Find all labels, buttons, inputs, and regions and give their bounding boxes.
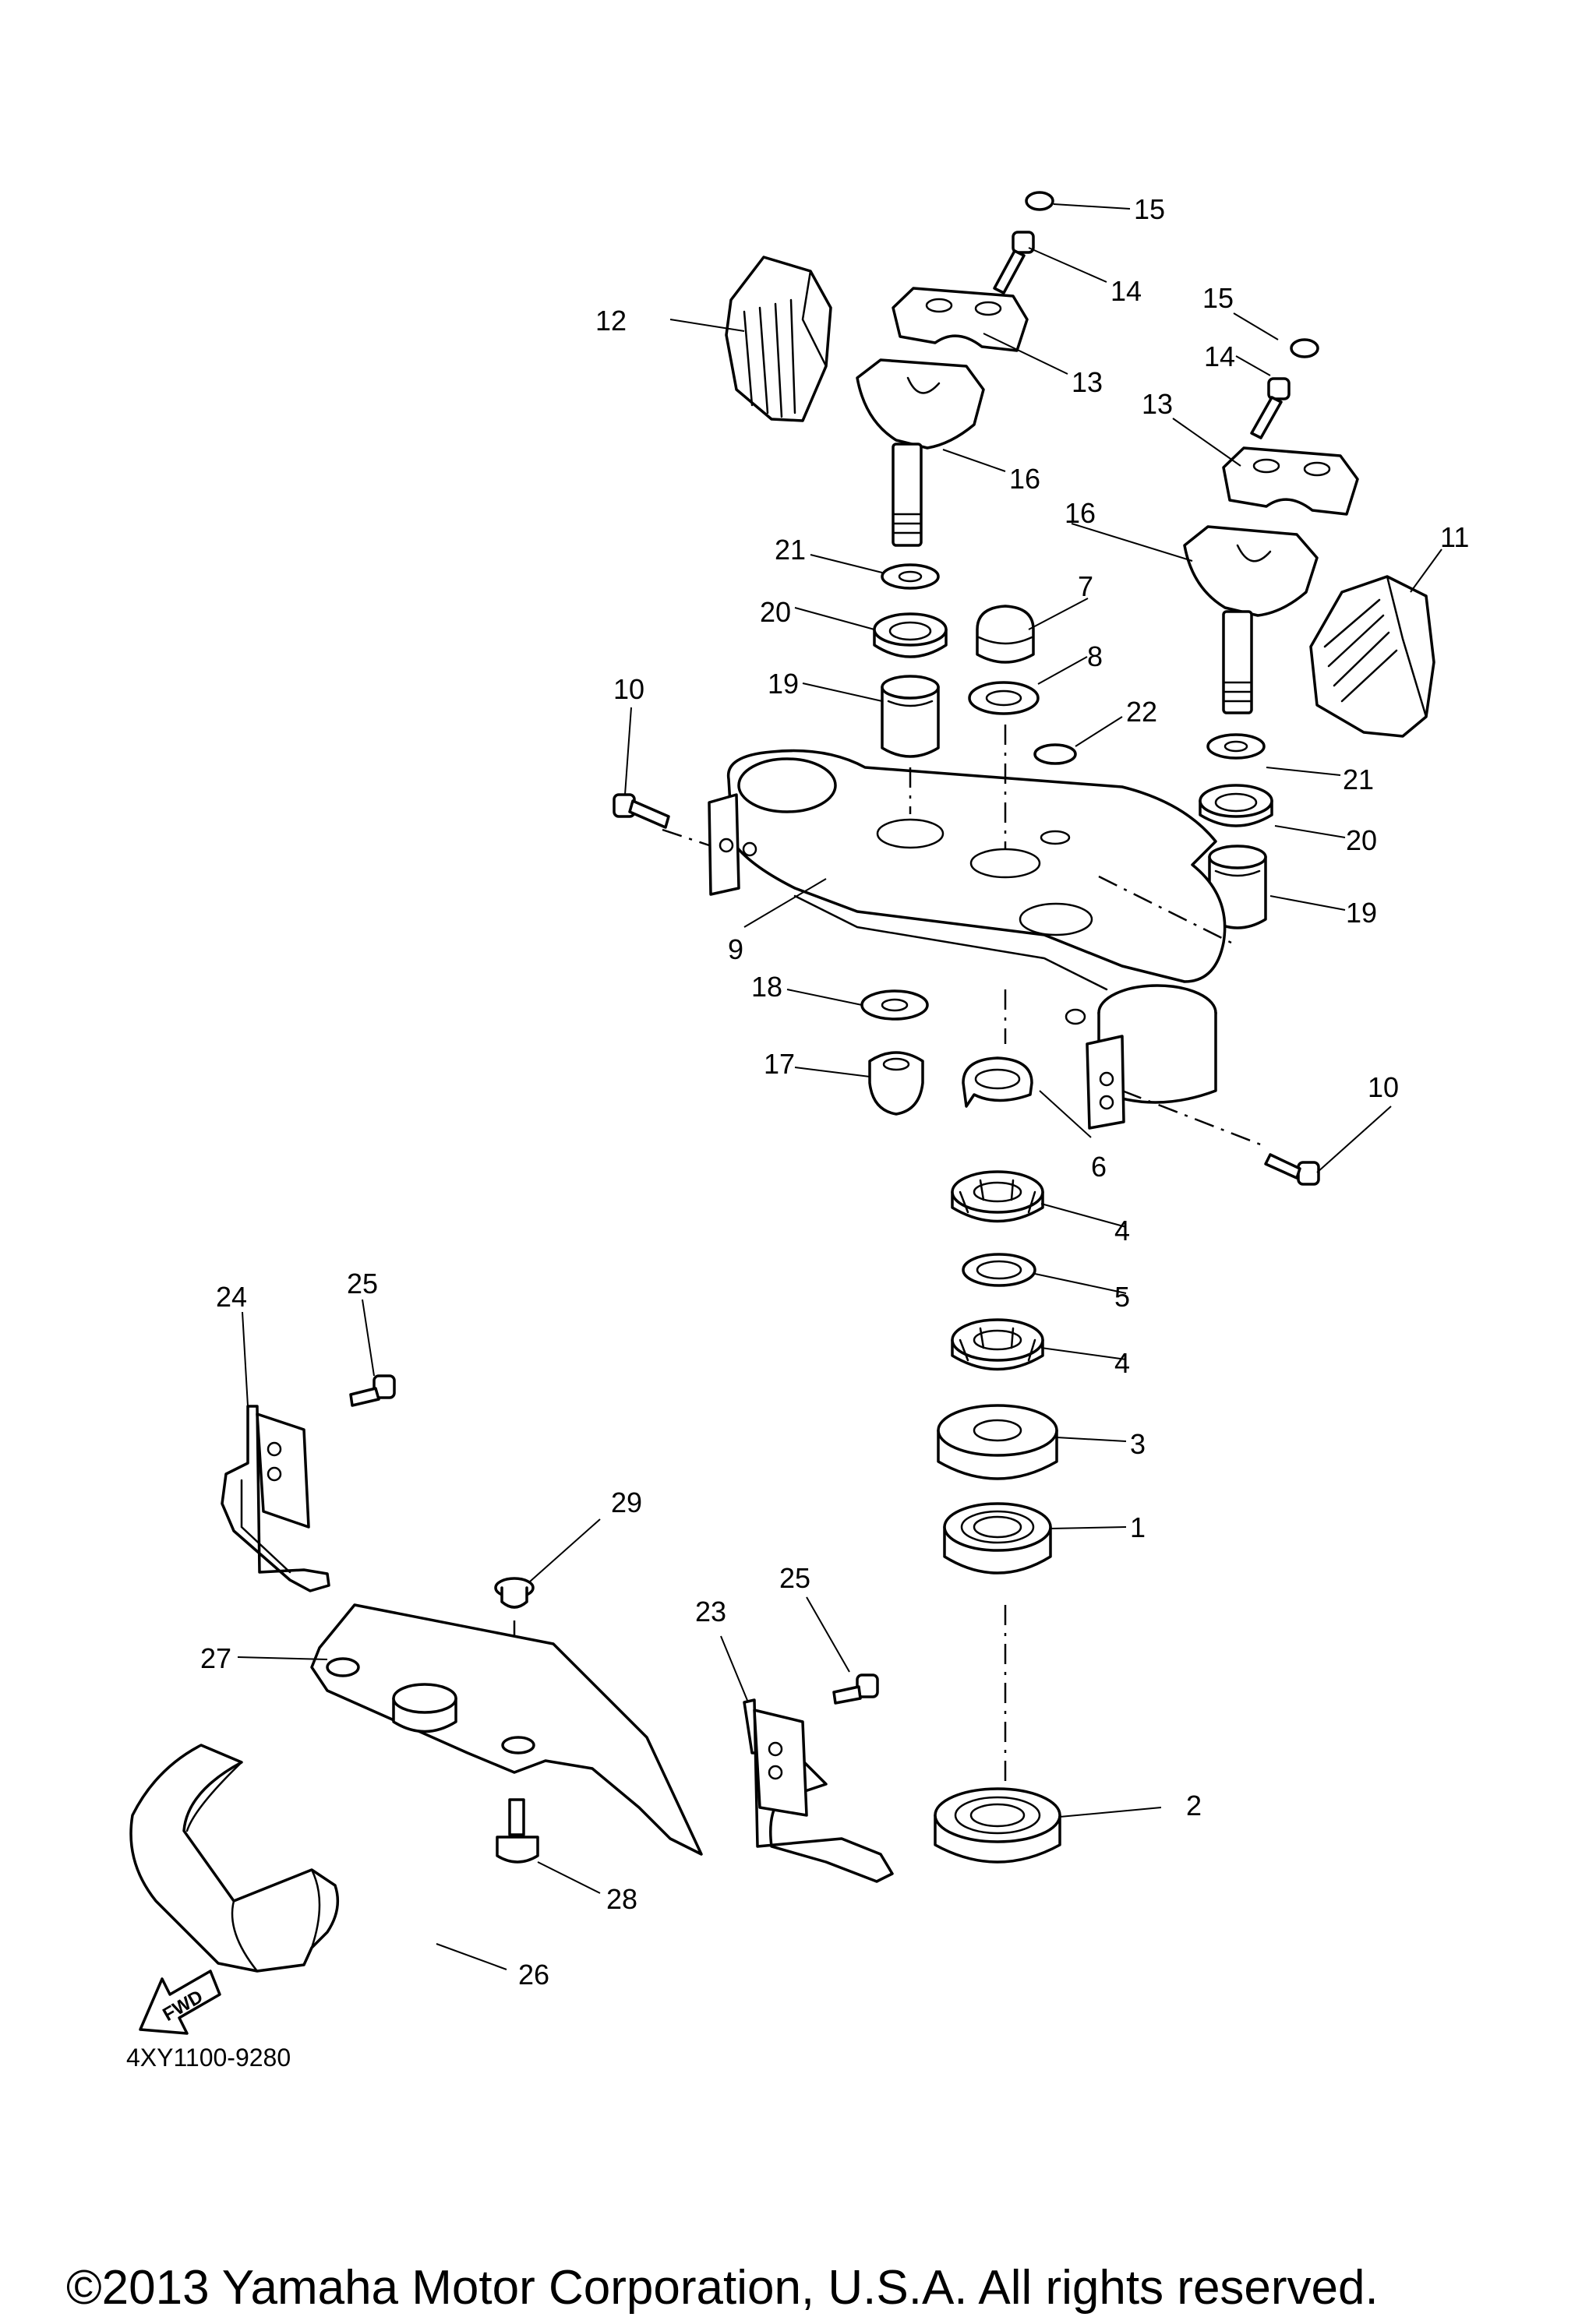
ring-nut-4-lower bbox=[951, 1318, 1044, 1371]
damper-19-left bbox=[881, 675, 940, 758]
washer-8 bbox=[968, 681, 1040, 715]
bolt-10-left bbox=[613, 793, 670, 829]
callout-6: 6 bbox=[1091, 1151, 1107, 1183]
callout-22: 22 bbox=[1126, 696, 1157, 728]
callout-16-upper: 16 bbox=[1009, 463, 1040, 495]
nut-17 bbox=[868, 1051, 924, 1116]
bolt-10-right bbox=[1264, 1153, 1320, 1186]
callout-24: 24 bbox=[216, 1281, 247, 1313]
callout-7: 7 bbox=[1078, 570, 1093, 602]
upper-holder-13-right bbox=[1222, 446, 1359, 516]
cap-nut-7 bbox=[976, 605, 1035, 664]
cover-3 bbox=[937, 1404, 1058, 1480]
lower-holder-16-left bbox=[856, 358, 985, 547]
handlebar-cover-12 bbox=[725, 256, 832, 422]
callout-14-upper: 14 bbox=[1110, 275, 1142, 307]
plug-22 bbox=[1033, 743, 1077, 765]
washer-18 bbox=[860, 989, 929, 1021]
bolt-25-right bbox=[832, 1673, 879, 1705]
center-line-right-bolt bbox=[1121, 1089, 1263, 1147]
callout-2: 2 bbox=[1186, 1790, 1202, 1821]
callout-10-right: 10 bbox=[1368, 1071, 1399, 1103]
bolt-14-right bbox=[1250, 377, 1291, 439]
callout-14-right: 14 bbox=[1204, 340, 1235, 372]
callout-1: 1 bbox=[1130, 1511, 1146, 1543]
cap-15-upper bbox=[1025, 191, 1054, 211]
bearing-2 bbox=[934, 1787, 1061, 1864]
callout-16-right: 16 bbox=[1065, 497, 1096, 529]
lock-washer-6 bbox=[962, 1056, 1033, 1108]
callout-21-right: 21 bbox=[1343, 763, 1374, 795]
bracket-23 bbox=[743, 1698, 894, 1883]
callout-29: 29 bbox=[611, 1486, 642, 1518]
callout-11: 11 bbox=[1440, 521, 1469, 553]
collar-29 bbox=[494, 1577, 535, 1609]
callout-4-lower: 4 bbox=[1114, 1347, 1130, 1379]
leader-lines bbox=[237, 203, 1442, 1970]
upper-bracket-9 bbox=[708, 749, 1227, 1130]
callout-19-right: 19 bbox=[1346, 897, 1377, 929]
callout-8: 8 bbox=[1087, 640, 1103, 672]
cap-15-right bbox=[1290, 338, 1319, 358]
guide-26 bbox=[129, 1744, 340, 1973]
callout-9: 9 bbox=[728, 933, 743, 965]
callout-13-upper: 13 bbox=[1072, 366, 1103, 398]
callout-15-right: 15 bbox=[1202, 282, 1234, 314]
center-line-left-bolt bbox=[662, 828, 710, 847]
callout-20-left: 20 bbox=[760, 596, 791, 628]
callout-27: 27 bbox=[200, 1642, 231, 1674]
callout-20-right: 20 bbox=[1346, 824, 1377, 856]
bearing-1 bbox=[943, 1502, 1052, 1575]
bolt-28 bbox=[496, 1798, 539, 1864]
handlebar-cover-11 bbox=[1309, 575, 1435, 738]
fwd-arrow-icon: FWD bbox=[139, 1970, 221, 2035]
ring-nut-4-upper bbox=[951, 1170, 1044, 1223]
callouts: 15 14 12 13 15 14 13 16 16 11 21 7 20 8 … bbox=[200, 193, 1469, 1991]
callout-3: 3 bbox=[1130, 1428, 1146, 1460]
bolt-14-upper bbox=[993, 231, 1035, 294]
bushing-20-right bbox=[1199, 784, 1273, 827]
callout-5: 5 bbox=[1114, 1281, 1130, 1313]
center-line-right-holder bbox=[1098, 875, 1232, 944]
bracket-24 bbox=[221, 1405, 330, 1592]
callout-13-right: 13 bbox=[1142, 388, 1173, 420]
washer-5 bbox=[962, 1253, 1036, 1287]
diagram-code: 4XY1100-9280 bbox=[126, 2044, 291, 2072]
washer-21-left bbox=[881, 563, 940, 590]
callout-12: 12 bbox=[595, 305, 627, 337]
callout-19-left: 19 bbox=[768, 668, 799, 700]
washer-21-right bbox=[1206, 733, 1266, 760]
callout-25-left: 25 bbox=[347, 1268, 378, 1300]
lower-holder-16-right bbox=[1183, 525, 1319, 714]
callout-4-upper: 4 bbox=[1114, 1215, 1130, 1247]
callout-21-left: 21 bbox=[775, 534, 806, 566]
damper-19-right bbox=[1208, 845, 1267, 929]
callout-17: 17 bbox=[764, 1048, 795, 1080]
upper-holder-13-left bbox=[892, 287, 1029, 352]
bolt-25-left bbox=[349, 1374, 396, 1407]
cover-27 bbox=[310, 1603, 703, 1856]
bushing-20-left bbox=[873, 612, 948, 658]
callout-23: 23 bbox=[695, 1596, 726, 1628]
callout-28: 28 bbox=[606, 1883, 637, 1915]
callout-26: 26 bbox=[518, 1959, 549, 1991]
callout-15-upper: 15 bbox=[1134, 193, 1165, 225]
callout-25-right: 25 bbox=[779, 1562, 810, 1594]
callout-10-left: 10 bbox=[613, 673, 644, 705]
callout-18: 18 bbox=[751, 971, 782, 1003]
copyright-notice: ©2013 Yamaha Motor Corporation, U.S.A. A… bbox=[66, 2261, 1379, 2315]
